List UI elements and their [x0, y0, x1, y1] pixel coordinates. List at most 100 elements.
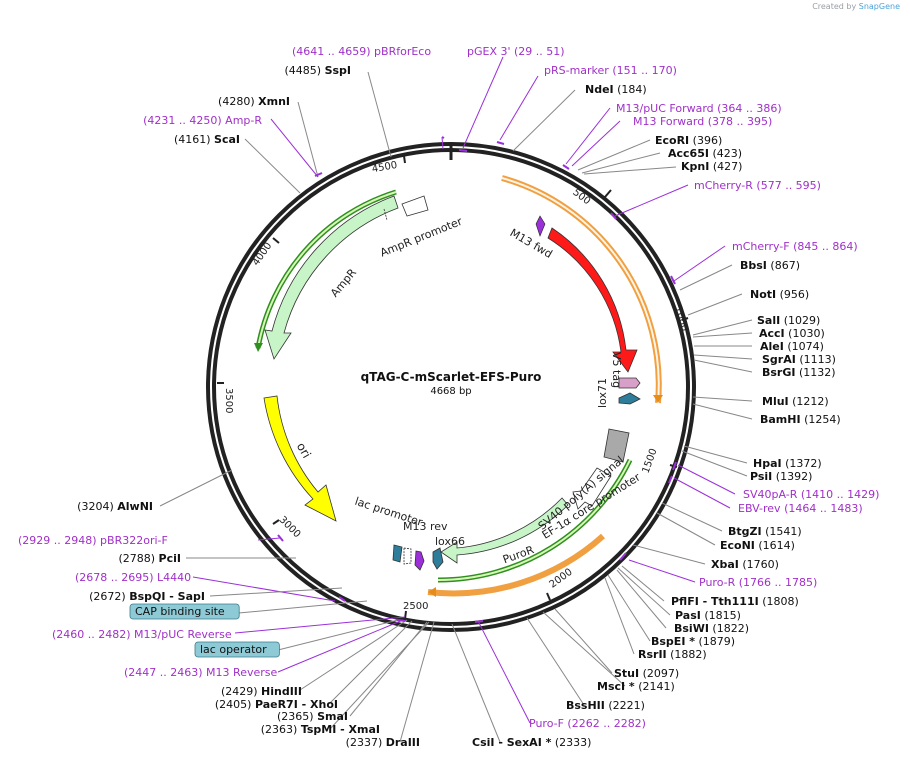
enzyme-site-11[interactable]: Acc65I (423): [668, 147, 742, 160]
enzyme-site-51[interactable]: (2365) SmaI: [277, 710, 348, 723]
enzyme-site-20[interactable]: SgrAI (1113): [762, 353, 836, 366]
enzyme-site-15[interactable]: BbsI (867): [740, 259, 800, 272]
enzyme-site-28[interactable]: (3204) AlwNI: [77, 500, 153, 513]
enzyme-position-42: (1879): [695, 635, 735, 648]
feature-lac-operator-shape[interactable]: [392, 544, 403, 563]
enzyme-site-40[interactable]: BsiWI (1822): [674, 622, 749, 635]
orf-band-2: [427, 533, 606, 597]
primer-site-26[interactable]: SV40pA-R (1410 .. 1429): [743, 488, 879, 501]
enzyme-position-12: (427): [709, 160, 742, 173]
enzyme-site-5[interactable]: (4280) XmnI: [218, 95, 290, 108]
enzyme-name-21: BsrGI: [762, 366, 795, 379]
feature-ef1a-promoter-shape[interactable]: [572, 467, 612, 510]
primer-site-0[interactable]: (4641 .. 4659) pBRforEco: [292, 45, 431, 58]
enzyme-site-48[interactable]: (2429) HindIII: [221, 685, 302, 698]
site-labels: (4641 .. 4659) pBRforEco pGEX 3' (29 .. 5…: [18, 45, 879, 749]
enzyme-site-30[interactable]: EcoNI (1614): [720, 539, 795, 552]
site-box-39[interactable]: [129, 603, 240, 620]
primer-site-7[interactable]: (4231 .. 4250) Amp-R: [143, 114, 262, 127]
enzyme-site-36[interactable]: (2672) BspQI - SapI: [89, 590, 205, 603]
enzyme-site-42[interactable]: BspEI * (1879): [651, 635, 735, 648]
enzyme-position-28: (3204): [77, 500, 117, 513]
primer-site-27[interactable]: EBV-rev (1464 .. 1483): [738, 502, 863, 515]
enzyme-site-19[interactable]: AleI (1074): [760, 340, 824, 353]
enzyme-site-43[interactable]: RsrII (1882): [638, 648, 707, 661]
enzyme-name-37: PflFI - Tth111I: [671, 595, 759, 608]
enzyme-site-22[interactable]: MluI (1212): [762, 395, 829, 408]
feature-sv40-polya-shape[interactable]: [603, 428, 630, 463]
feature-ampr-promoter-shape[interactable]: [401, 195, 429, 217]
orf-band-mscarlet-inner: [501, 177, 660, 404]
feature-lac-promoter-shape[interactable]: [403, 547, 412, 565]
enzyme-site-37[interactable]: PflFI - Tth111I (1808): [671, 595, 799, 608]
enzyme-position-29: (1541): [762, 525, 802, 538]
enzyme-site-47[interactable]: MscI * (2141): [597, 680, 675, 693]
enzyme-site-21[interactable]: BsrGI (1132): [762, 366, 836, 379]
enzyme-site-33[interactable]: (2788) PciI: [118, 552, 181, 565]
enzyme-position-10: (396): [689, 134, 722, 147]
primer-site-34[interactable]: Puro-R (1766 .. 1785): [699, 576, 817, 589]
enzyme-site-49[interactable]: (2405) PaeR7I - XhoI: [215, 698, 338, 711]
feature-label-ori: ori: [294, 440, 314, 461]
enzyme-site-29[interactable]: BtgZI (1541): [728, 525, 802, 538]
enzyme-site-17[interactable]: SalI (1029): [757, 314, 820, 327]
enzyme-site-25[interactable]: PsiI (1392): [750, 470, 812, 483]
feature-ori-shape[interactable]: [263, 395, 337, 522]
enzyme-site-16[interactable]: NotI (956): [750, 288, 809, 301]
feature-lox66-shape[interactable]: [432, 547, 444, 570]
enzyme-position-48: (2429): [221, 685, 261, 698]
enzyme-name-17: SalI: [757, 314, 780, 327]
enzyme-position-37: (1808): [759, 595, 799, 608]
enzyme-site-24[interactable]: HpaI (1372): [753, 457, 822, 470]
enzyme-name-47: MscI *: [597, 680, 635, 693]
plasmid-name: qTAG-C-mScarlet-EFS-Puro: [361, 370, 542, 384]
enzyme-name-5: XmnI: [258, 95, 290, 108]
enzyme-site-2[interactable]: (4485) SspI: [284, 64, 351, 77]
enzyme-site-12[interactable]: KpnI (427): [681, 160, 742, 173]
enzyme-site-55[interactable]: CsiI - SexAI * (2333): [472, 736, 591, 749]
primer-site-13[interactable]: mCherry-R (577 .. 595): [694, 179, 821, 192]
enzyme-name-24: HpaI: [753, 457, 782, 470]
site-box-44[interactable]: [194, 641, 280, 658]
primer-site-45[interactable]: (2447 .. 2463) M13 Reverse: [124, 666, 277, 679]
feature-v5-tag-shape[interactable]: [618, 377, 641, 389]
enzyme-position-4: (184): [614, 83, 647, 96]
enzyme-position-17: (1029): [780, 314, 820, 327]
feature-m13-fwd-shape[interactable]: [535, 215, 546, 237]
primer-markers: [277, 141, 677, 623]
primer-site-31[interactable]: (2929 .. 2948) pBR322ori-F: [18, 534, 168, 547]
feature-label-ampr-promoter: AmpR promoter: [378, 215, 464, 260]
primer-site-41[interactable]: (2460 .. 2482) M13/pUC Reverse: [52, 628, 232, 641]
enzyme-site-50[interactable]: BssHII (2221): [566, 699, 645, 712]
primer-site-14[interactable]: mCherry-F (845 .. 864): [732, 240, 858, 253]
enzyme-name-2: SspI: [325, 64, 351, 77]
feature-m13-rev-shape[interactable]: [414, 550, 425, 571]
enzyme-site-38[interactable]: PasI (1815): [675, 609, 741, 622]
primer-site-8[interactable]: M13 Forward (378 .. 395): [633, 115, 772, 128]
primer-site-3[interactable]: pRS-marker (151 .. 170): [544, 64, 677, 77]
enzyme-position-18: (1030): [785, 327, 825, 340]
enzyme-name-25: PsiI: [750, 470, 772, 483]
primer-site-6[interactable]: M13/pUC Forward (364 .. 386): [616, 102, 782, 115]
plasmid-length: 4668 bp: [430, 386, 471, 397]
enzyme-site-54[interactable]: (2337) DraIII: [346, 736, 420, 749]
enzyme-site-18[interactable]: AccI (1030): [759, 327, 825, 340]
primer-site-1[interactable]: pGEX 3' (29 .. 51): [467, 45, 565, 58]
enzyme-name-55: CsiI - SexAI *: [472, 736, 552, 749]
enzyme-site-53[interactable]: (2363) TspMI - XmaI: [261, 723, 380, 736]
enzyme-site-10[interactable]: EcoRI (396): [655, 134, 722, 147]
primer-site-35[interactable]: (2678 .. 2695) L4440: [75, 571, 191, 584]
feature-lox71-shape[interactable]: [618, 392, 641, 405]
enzyme-site-32[interactable]: XbaI (1760): [711, 558, 779, 571]
tick-label-3500: 3500: [223, 388, 234, 413]
primer-site-52[interactable]: Puro-F (2262 .. 2282): [529, 717, 646, 730]
site-leaders: [159, 56, 753, 743]
enzyme-site-46[interactable]: StuI (2097): [614, 667, 679, 680]
enzyme-site-9[interactable]: (4161) ScaI: [174, 133, 240, 146]
feature-mscarlet-shape[interactable]: [547, 227, 638, 373]
enzyme-position-24: (1372): [782, 457, 822, 470]
enzyme-position-43: (1882): [667, 648, 707, 661]
enzyme-site-4[interactable]: NdeI (184): [585, 83, 647, 96]
enzyme-site-23[interactable]: BamHI (1254): [760, 413, 841, 426]
